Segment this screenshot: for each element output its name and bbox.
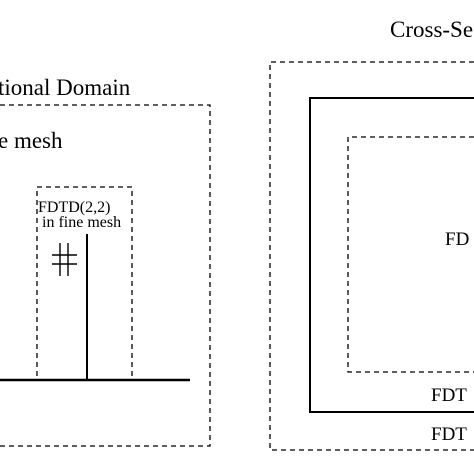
cross-section-title: Cross-Se [390,17,473,42]
fine-grid-symbol [52,243,77,276]
inner-region-boundary [347,136,474,373]
middle-region-boundary [309,97,474,413]
outer-region-label: FDT [431,424,467,445]
outer-region-boundary [269,61,474,451]
computational-domain-boundary [0,104,211,447]
coarse-mesh-label: e mesh [0,128,63,153]
fdtd-fine-mesh-label-line2: in fine mesh [42,214,121,231]
computational-domain-label: tional Domain [0,75,131,100]
inner-region-label: FD [445,229,469,250]
fdtd-fine-mesh-label-line1: FDTD(2,2) [38,199,110,216]
middle-region-label: FDT [431,385,467,406]
